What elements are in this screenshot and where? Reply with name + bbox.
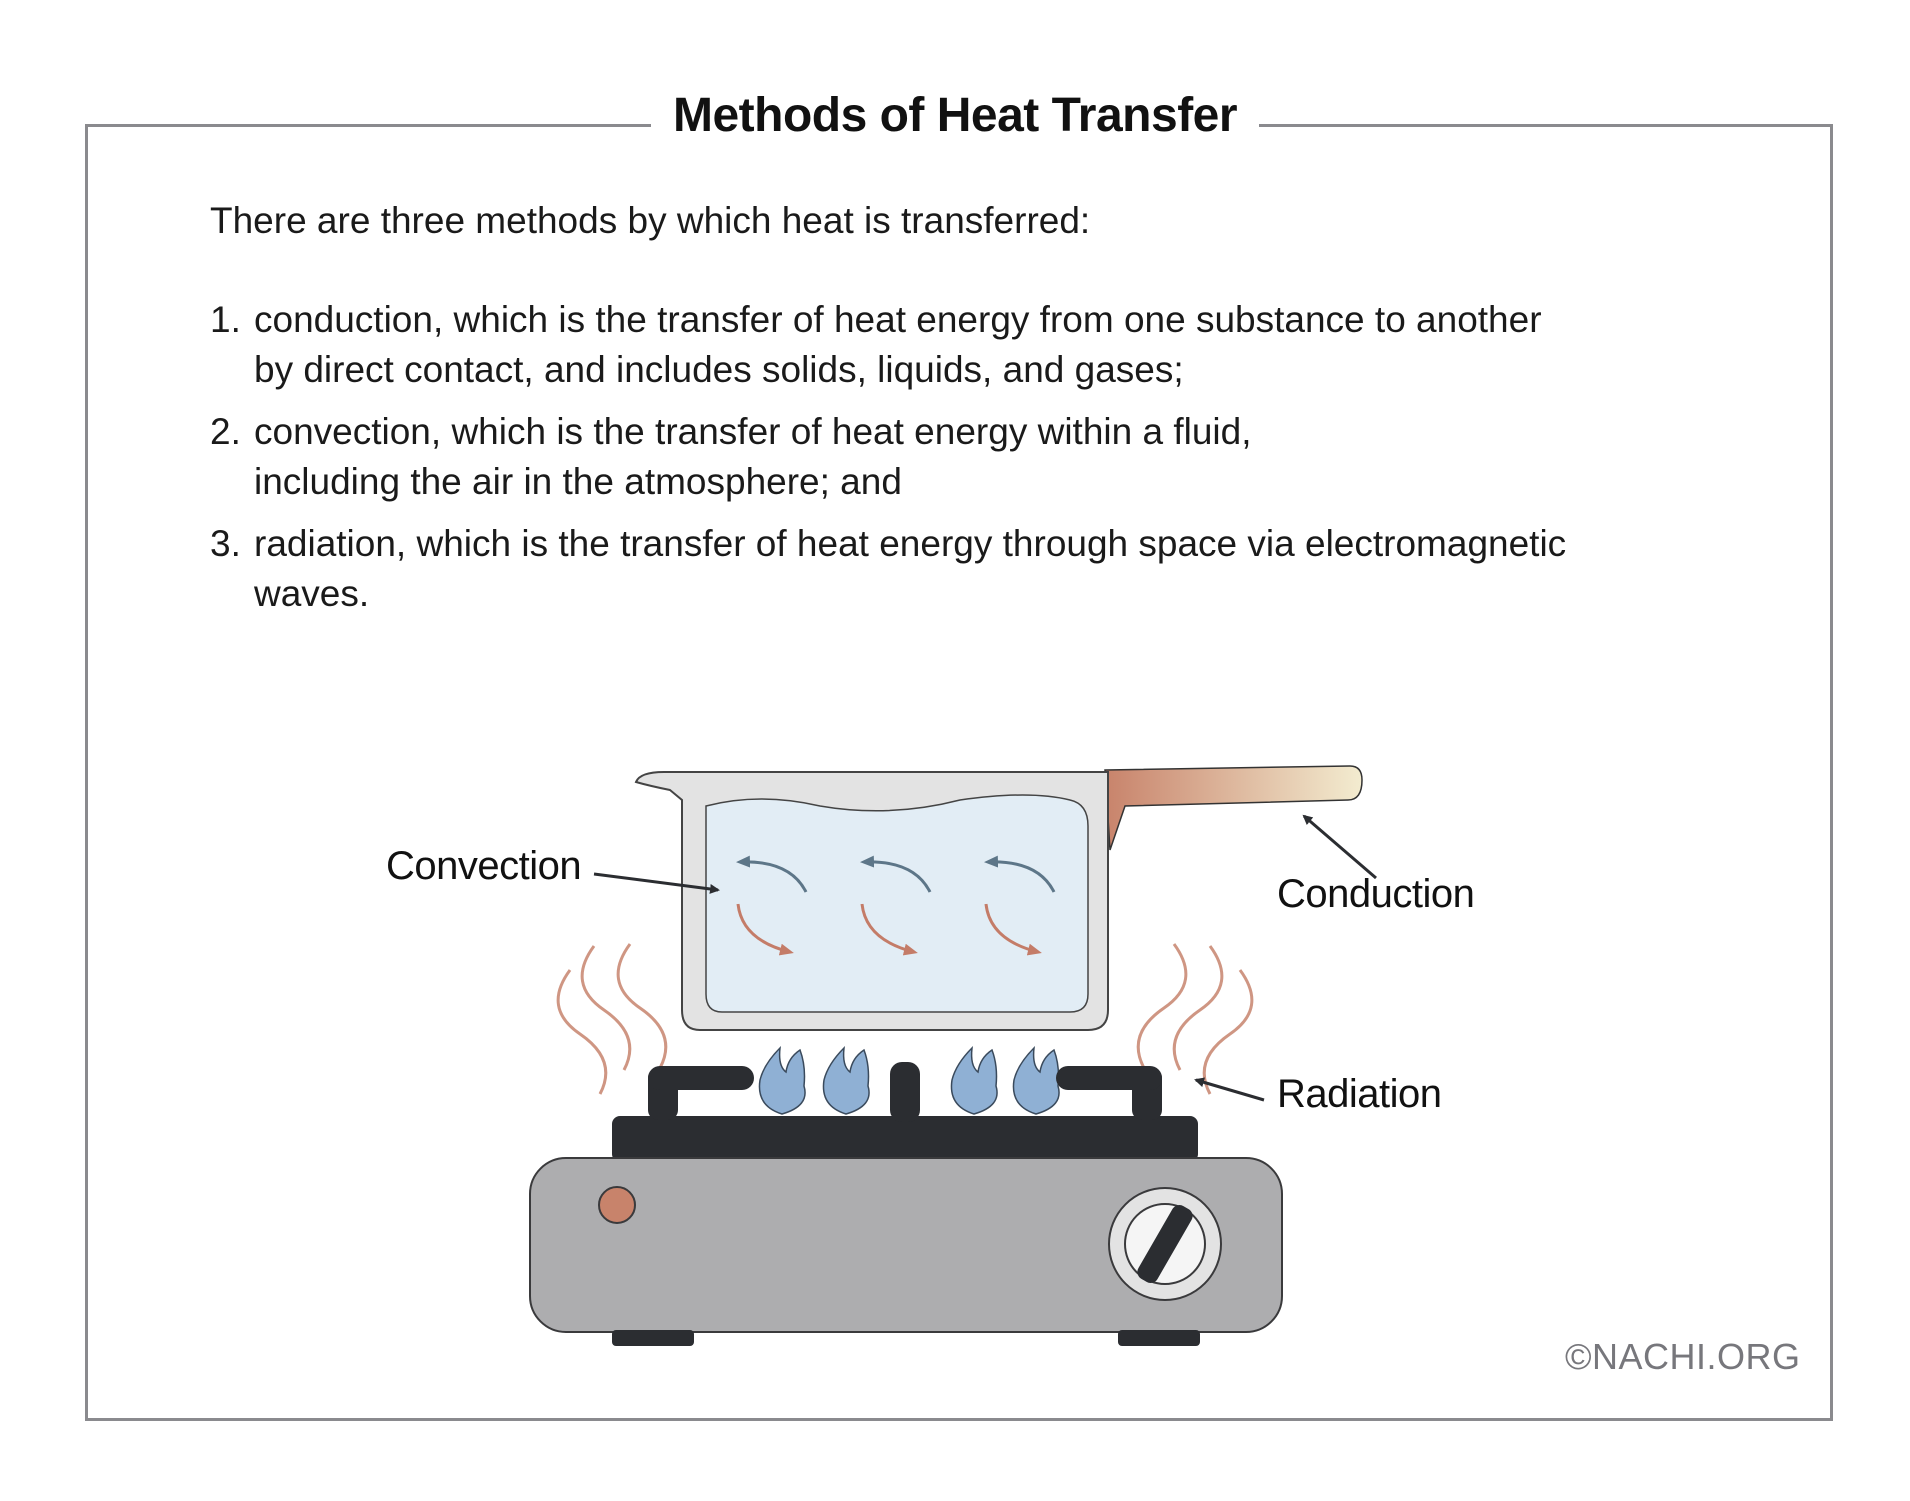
water [705, 794, 1089, 1013]
flame-icon [822, 1045, 870, 1115]
method-line: convection, which is the transfer of hea… [254, 411, 1252, 452]
flame-icon [1012, 1045, 1060, 1115]
method-item-convection: 2. convection, which is the transfer of … [210, 407, 1770, 507]
method-line: waves. [254, 573, 370, 614]
grate-arm [648, 1066, 754, 1090]
heat-wave-icon [580, 945, 632, 1071]
flames [758, 1045, 1060, 1115]
warm-arrow-icon [860, 903, 918, 956]
cool-arrow-icon [736, 855, 808, 893]
methods-list: 1. conduction, which is the transfer of … [210, 295, 1770, 631]
stove-housing [529, 1157, 1283, 1333]
method-number: 3. [210, 523, 241, 564]
label-pointers [593, 814, 1377, 1102]
grate-arm [1056, 1066, 1162, 1090]
warm-arrow-icon [984, 903, 1042, 956]
method-item-conduction: 1. conduction, which is the transfer of … [210, 295, 1770, 395]
method-line: conduction, which is the transfer of hea… [254, 299, 1542, 340]
method-item-radiation: 3. radiation, which is the transfer of h… [210, 519, 1770, 619]
intro-text: There are three methods by which heat is… [210, 200, 1091, 241]
conduction-label: Conduction [1277, 872, 1475, 916]
heat-waves [556, 943, 1254, 1095]
conduction-pointer-icon [1302, 814, 1377, 880]
radiation-pointer-icon [1194, 1077, 1265, 1102]
heat-wave-icon [556, 969, 608, 1095]
knob-pointer-icon [1137, 1205, 1193, 1283]
method-line: including the air in the atmosphere; and [254, 461, 902, 502]
grate-center-post [890, 1062, 920, 1122]
method-line: by direct contact, and includes solids, … [254, 349, 1184, 390]
cool-arrow-icon [860, 855, 932, 893]
warm-arrow-icon [736, 903, 794, 956]
pot-handle [1104, 765, 1363, 851]
convection-arrows [736, 855, 1056, 956]
flame-icon [758, 1045, 806, 1115]
stove-grate [612, 1062, 1198, 1162]
flame-icon [950, 1045, 998, 1115]
method-line: radiation, which is the transfer of heat… [254, 523, 1567, 564]
page-title: Methods of Heat Transfer [0, 88, 1910, 143]
pot [634, 765, 1363, 1031]
heat-wave-icon [616, 943, 668, 1069]
indicator-light-icon [598, 1186, 636, 1224]
method-number: 1. [210, 299, 241, 340]
radiation-label: Radiation [1277, 1072, 1442, 1116]
stove-foot [1118, 1330, 1200, 1346]
convection-pointer-icon [593, 872, 720, 894]
stove-body [529, 1157, 1283, 1346]
copyright-text: ©NACHI.ORG [1565, 1336, 1801, 1377]
heat-wave-icon [1172, 945, 1224, 1071]
heat-wave-icon [1202, 969, 1254, 1095]
method-number: 2. [210, 411, 241, 452]
heat-wave-icon [1136, 943, 1188, 1069]
stove-foot [612, 1330, 694, 1346]
title-text: Methods of Heat Transfer [650, 89, 1260, 142]
convection-label: Convection [386, 844, 582, 888]
grate-base [612, 1116, 1198, 1162]
cool-arrow-icon [984, 855, 1056, 893]
